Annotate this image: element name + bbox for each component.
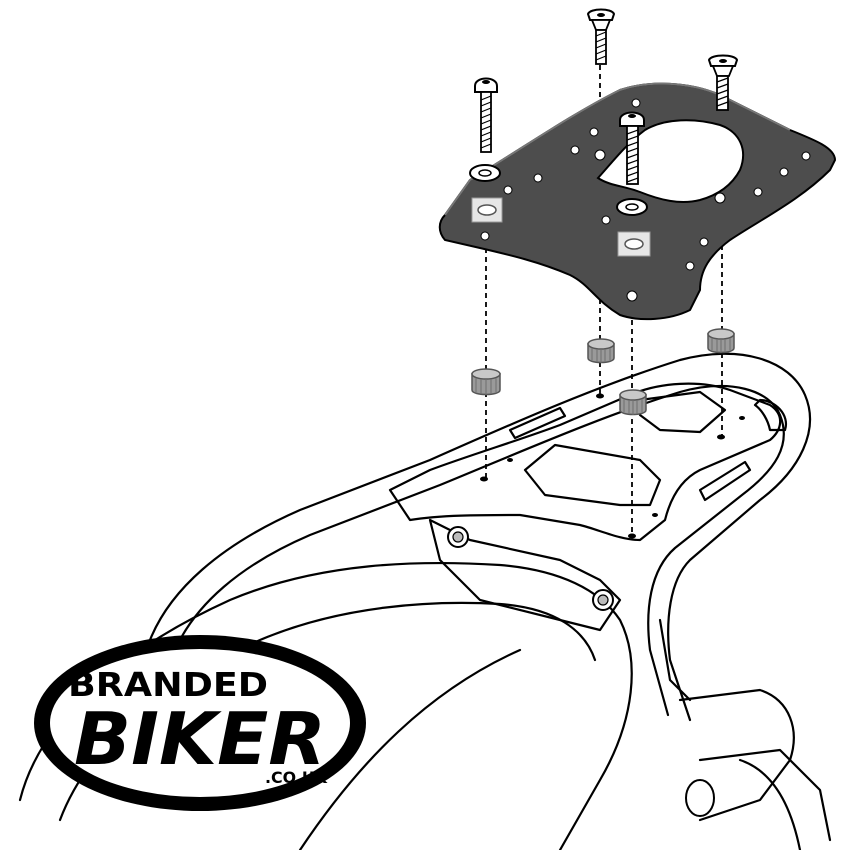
rack-side-bracket (428, 518, 622, 632)
nut-icon (471, 368, 501, 396)
spacer-icon (471, 197, 503, 223)
spacer-icon (617, 231, 651, 257)
bolts (474, 8, 739, 185)
rack-inner-tube (173, 384, 785, 717)
nut-icon (707, 328, 735, 354)
tail-lower (698, 748, 832, 842)
bolt-icon (619, 111, 645, 185)
bolt-icon (707, 54, 739, 111)
bolt-icon (474, 77, 498, 153)
nut-icon (619, 389, 647, 416)
nut-icon (587, 338, 615, 364)
rack-strut (658, 618, 692, 702)
plate-holes (480, 98, 811, 302)
logo-line-biker: BIKER (74, 697, 326, 781)
rack-slot-front (523, 443, 662, 507)
rack-slot-rear (638, 390, 727, 434)
logo-line-branded: BRANDED (68, 665, 268, 704)
rack-slot-right (698, 460, 752, 502)
washer-icon (616, 198, 648, 216)
bolt-head-left-inner-icon (452, 531, 464, 543)
logo-inner-field (50, 649, 350, 797)
rack-fixing-bolts (447, 526, 715, 817)
rack-outer-tube (148, 352, 812, 722)
plate-top-edge (444, 82, 791, 216)
nuts (471, 328, 735, 416)
seat-side-line (298, 648, 522, 850)
reflector-icon (685, 779, 715, 817)
bolt-head-right-inner-icon (597, 594, 609, 606)
rack-mount-holes (480, 393, 745, 539)
rack-plate (388, 382, 782, 542)
logo-line-couk: .CO.UK (265, 768, 328, 787)
rack-grab-hole (753, 398, 788, 432)
washers (469, 164, 651, 257)
washer-icon (469, 164, 501, 182)
rack-slot-left (508, 406, 567, 440)
brand-logo: BRANDED BIKER .CO.UK (34, 635, 366, 811)
bolt-icon (586, 8, 616, 65)
tail-fin (738, 758, 802, 850)
